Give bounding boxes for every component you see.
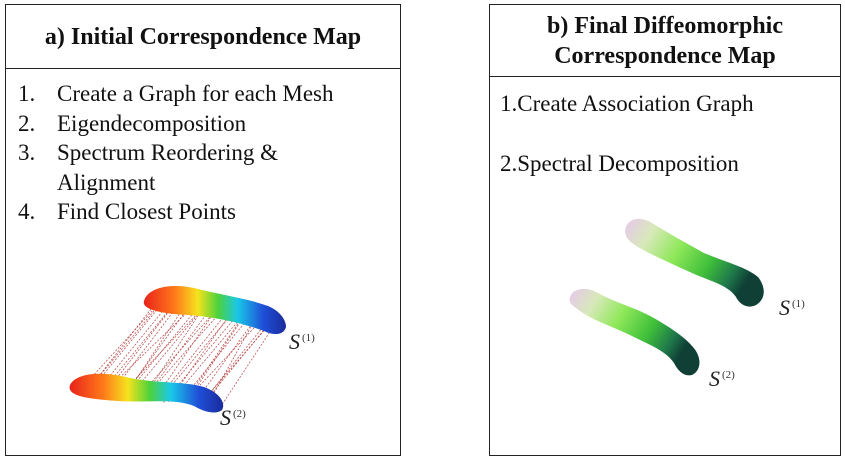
step-item: 3. Spectrum Reordering & — [18, 138, 334, 168]
svg-text:(1): (1) — [302, 332, 315, 344]
correspondence-line — [184, 322, 260, 402]
step-item: 4. Find Closest Points — [18, 197, 334, 227]
correspondence-lines — [82, 302, 274, 409]
panel-a-title: a) Initial Correspondence Map — [6, 5, 400, 69]
panel-b-title-line-2: Correspondence Map — [554, 43, 776, 69]
correspondence-line — [100, 303, 170, 387]
step-number: 2. — [18, 110, 36, 136]
svg-text:(1): (1) — [792, 298, 805, 310]
correspondence-line — [152, 311, 216, 402]
step-item: 1.Create Association Graph — [500, 91, 754, 116]
correspondence-line — [167, 313, 231, 403]
final-correspondence-figure: S (1) S (2) — [569, 218, 805, 391]
step-item: 1. Create a Graph for each Mesh — [18, 79, 334, 109]
step-text: Create a Graph for each Mesh — [57, 81, 334, 106]
svg-text:S: S — [709, 366, 720, 391]
svg-text:S: S — [779, 295, 790, 320]
correspondence-line — [87, 309, 158, 394]
shape2-label: S (2) — [709, 366, 735, 391]
panel-initial-correspondence: a) Initial Correspondence Map 1. Create a… — [5, 4, 401, 456]
correspondence-line — [108, 309, 176, 397]
step-text: Find Closest Points — [57, 199, 236, 224]
correspondence-line — [122, 308, 188, 398]
shape1-label: S (1) — [289, 329, 315, 354]
mesh-shape-2 — [569, 288, 700, 376]
step-number: 3. — [18, 140, 36, 165]
step-text: Spectrum Reordering & — [57, 140, 279, 165]
panel-a-step-list: 1. Create a Graph for each Mesh 2. Eigende… — [18, 79, 334, 227]
correspondence-line — [128, 308, 184, 391]
correspondence-line — [162, 314, 226, 394]
correspondence-line — [186, 318, 243, 402]
svg-text:S: S — [289, 329, 300, 354]
correspondence-line — [108, 312, 187, 388]
svg-text:S: S — [220, 405, 231, 430]
panel-b-title: b) Final Diffeomorphic Correspondence Ma… — [490, 5, 840, 77]
correspondence-line — [101, 304, 175, 398]
correspondence-line — [165, 318, 228, 393]
svg-text:(2): (2) — [233, 408, 246, 420]
step-item: 2.Spectral Decomposition — [500, 151, 739, 176]
correspondence-line — [219, 326, 274, 409]
step-number: 4. — [18, 199, 36, 224]
step-item-continuation: Alignment — [18, 168, 334, 198]
step-text: Eigendecomposition — [57, 110, 247, 136]
svg-text:(2): (2) — [722, 369, 735, 381]
mesh-shape-1 — [143, 285, 286, 335]
correspondence-line — [175, 313, 245, 396]
correspondence-line — [105, 309, 170, 387]
panel-b-step-list: 1.Create Association Graph 2.Spectral De… — [500, 89, 754, 209]
mesh-shape-2 — [69, 373, 224, 413]
correspondence-line — [121, 308, 203, 394]
step-text: Alignment — [57, 169, 156, 195]
correspondence-line — [82, 305, 158, 388]
panel-final-diffeomorphic: b) Final Diffeomorphic Correspondence Ma… — [489, 4, 841, 456]
panel-b-title-line-1: b) Final Diffeomorphic — [547, 13, 783, 39]
shape2-label: S (2) — [220, 405, 246, 430]
correspondence-line — [197, 320, 255, 399]
step-number: 1. — [18, 81, 36, 106]
correspondence-line — [207, 317, 257, 405]
correspondence-line — [200, 319, 273, 408]
step-item: 2. Eigendecomposition — [18, 109, 334, 139]
correspondence-line — [205, 321, 268, 398]
mesh-shape-1 — [625, 218, 764, 307]
initial-correspondence-figure: S (1) S (2) — [69, 285, 315, 430]
shape1-label: S (1) — [779, 295, 805, 320]
